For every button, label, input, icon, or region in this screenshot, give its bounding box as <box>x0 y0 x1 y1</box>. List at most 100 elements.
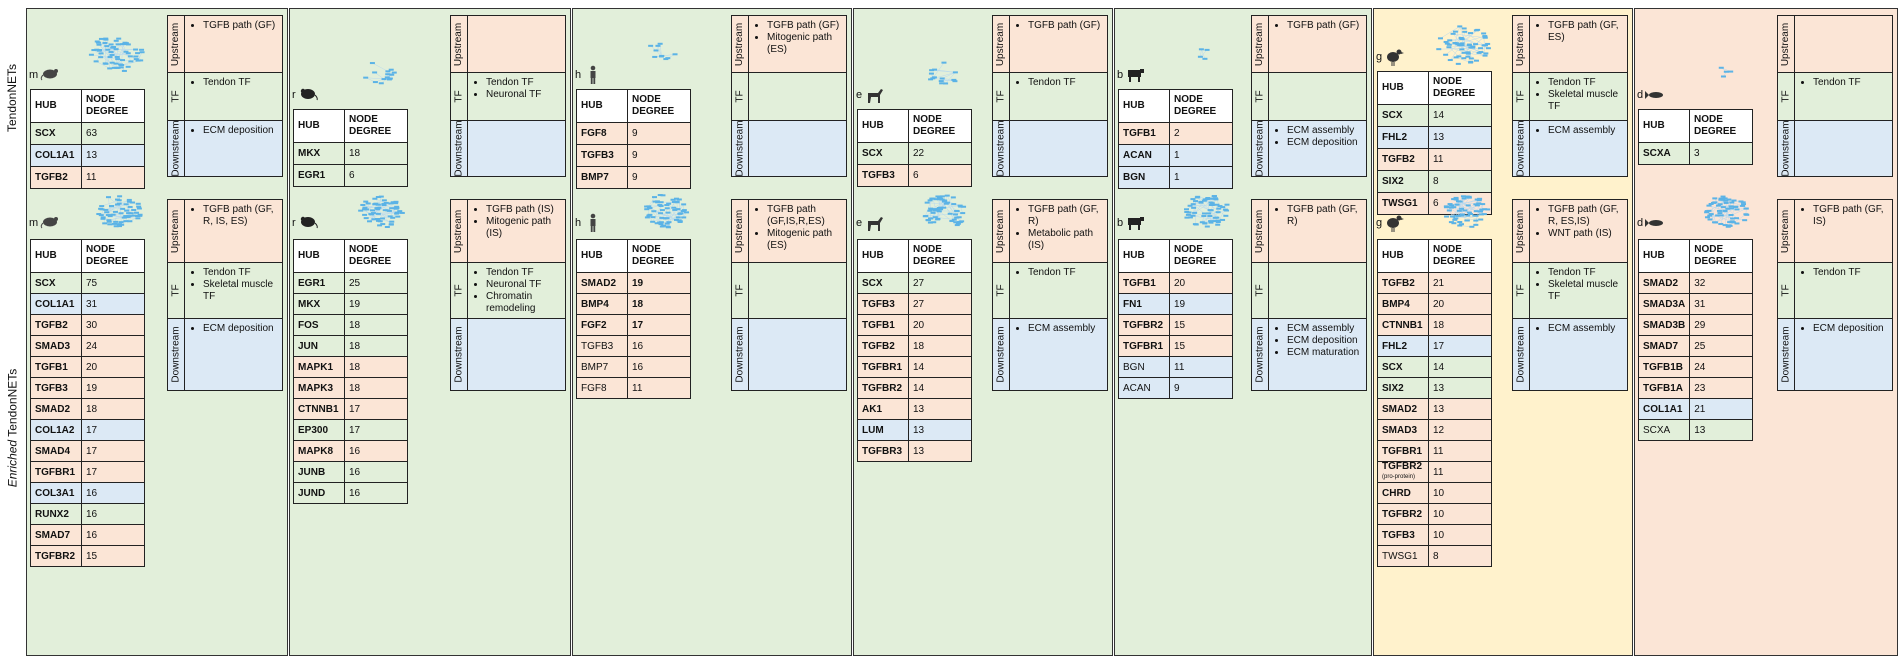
hub-column-header: HUB <box>1118 239 1170 273</box>
network-node <box>360 203 366 206</box>
hub-gene-name: SMAD4 <box>35 445 71 457</box>
upstream-label: Upstream <box>168 16 185 72</box>
network-node <box>1468 57 1474 60</box>
network-node <box>1712 197 1718 200</box>
hub-degree: 10 <box>1428 503 1492 525</box>
network-node <box>1459 48 1465 51</box>
upstream-label: Upstream <box>993 16 1010 72</box>
upstream-list: TGFB path (GF) <box>1014 20 1103 32</box>
network-edge <box>1458 215 1476 221</box>
network-graph <box>1184 195 1230 228</box>
network-edge <box>942 72 956 79</box>
downstream-cell: ECM assemblyECM deposition <box>1269 120 1366 176</box>
hub-gene: RUNX2 <box>30 503 82 525</box>
hub-degree: 11 <box>627 377 691 399</box>
network-graph <box>1718 66 1734 78</box>
upstream-item: WNT path (IS) <box>1548 228 1623 240</box>
network-node <box>95 41 101 44</box>
network-node <box>936 210 942 213</box>
network-node <box>1202 198 1208 201</box>
tf-item: Skeletal muscle TF <box>1548 279 1623 303</box>
hub-gene-name: SMAD2 <box>1382 403 1418 415</box>
tf-label-text: TF <box>734 90 746 103</box>
network-node <box>1461 197 1467 200</box>
hub-gene: EGR1 <box>293 164 345 187</box>
network-node <box>1734 222 1740 225</box>
regulation-box: UpstreamTGFB path (GF)TFDownstreamECM as… <box>1251 15 1367 177</box>
network-node <box>657 42 663 45</box>
network-node <box>674 200 680 203</box>
network-node <box>928 207 934 210</box>
network-node <box>372 203 378 206</box>
hub-gene-name: SCX <box>1382 110 1403 121</box>
downstream-cell <box>1795 120 1892 176</box>
hub-gene-name: CTNNB1 <box>1382 319 1423 331</box>
hub-gene-name: MKX <box>298 298 321 310</box>
downstream-item: ECM deposition <box>1287 137 1362 149</box>
network-node <box>120 207 126 210</box>
hub-gene-name: TGFB1 <box>35 361 68 373</box>
hub-gene-name: TGFB1A <box>1643 382 1683 394</box>
network-node <box>369 62 375 65</box>
network-node <box>1707 218 1713 221</box>
network-node <box>646 214 652 217</box>
network-node <box>1436 48 1442 51</box>
network-node <box>1220 218 1226 221</box>
network-node <box>652 55 658 58</box>
network-node <box>381 199 387 202</box>
hub-degree: 22 <box>908 142 972 165</box>
tf-cell: Tendon TFSkeletal muscle TF <box>1530 262 1627 318</box>
network-node <box>133 58 139 61</box>
downstream-list: ECM deposition <box>1799 323 1888 335</box>
network-node <box>675 216 681 219</box>
network-node <box>1212 197 1218 200</box>
network-node <box>103 37 109 40</box>
hub-degree: 9 <box>627 166 691 189</box>
hub-gene: CHRD <box>1377 482 1429 504</box>
network-node <box>1481 213 1487 216</box>
network-node <box>939 82 945 85</box>
hub-degree: 14 <box>1428 356 1492 378</box>
hub-gene-name: BMP4 <box>1382 298 1410 310</box>
upstream-item: Mitogenic path (ES) <box>767 228 842 252</box>
panel-rat: rHUBNODEDEGREEMKX18EGR16UpstreamTFTendon… <box>289 8 571 656</box>
tf-cell <box>749 72 846 120</box>
network-node <box>950 196 956 199</box>
network-node <box>1473 203 1479 206</box>
hub-degree: 18 <box>344 314 408 336</box>
network-node <box>133 211 139 214</box>
hub-degree: 1 <box>1169 166 1233 189</box>
hub-gene-name: MAPK3 <box>298 382 334 394</box>
network-node <box>104 211 110 214</box>
network-node <box>677 220 683 223</box>
network-node <box>94 48 100 51</box>
hub-gene: COL1A1 <box>30 293 82 315</box>
network-node <box>388 202 394 205</box>
tf-cell: Tendon TFSkeletal muscle TF <box>1530 72 1627 120</box>
network-edge <box>1462 215 1481 220</box>
network-node <box>98 207 104 210</box>
hub-gene: BMP4 <box>576 293 628 315</box>
hub-gene: TGFB3 <box>857 293 909 315</box>
downstream-label: Downstream <box>451 318 468 390</box>
tf-cell: Tendon TF <box>1010 262 1107 318</box>
network-node <box>126 200 132 203</box>
network-edge <box>1454 26 1461 44</box>
network-node <box>116 202 122 205</box>
upstream-item: TGFB path (GF) <box>1287 20 1362 32</box>
network-node <box>925 219 931 222</box>
network-node <box>1728 207 1734 210</box>
network-node <box>1213 198 1219 201</box>
